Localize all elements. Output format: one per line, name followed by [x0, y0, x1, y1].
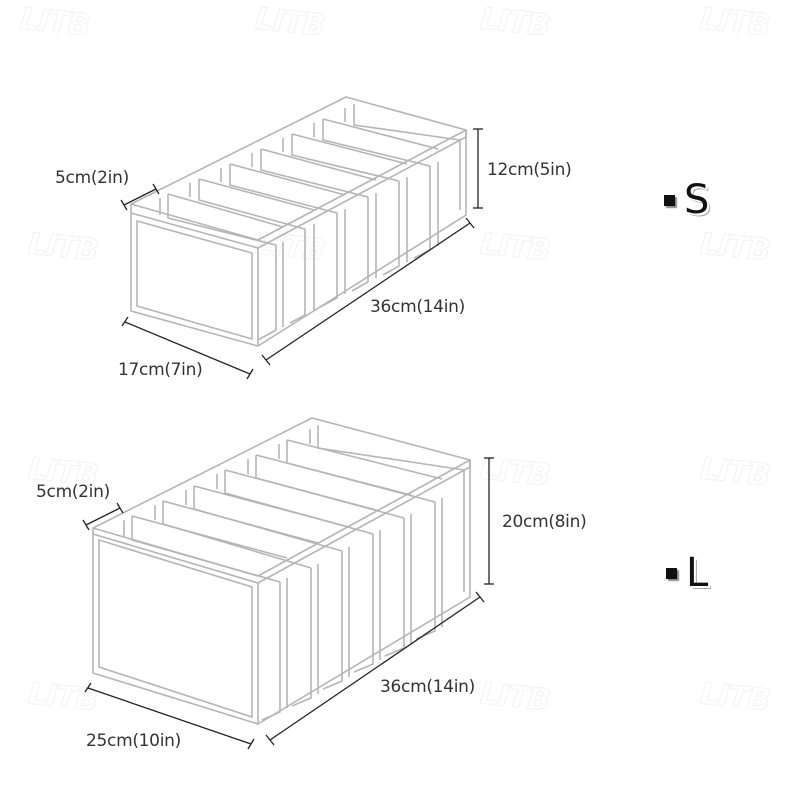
- size-marker-large: L: [666, 553, 708, 593]
- large-width-dimension-line: [84, 682, 255, 750]
- size-label-large: L: [686, 550, 709, 596]
- large-width-label: 25cm(10in): [86, 731, 181, 751]
- small-height-label: 12cm(5in): [487, 160, 572, 180]
- size-label-small: S: [684, 177, 710, 223]
- small-divider-dimension-line: [120, 183, 160, 211]
- bullet-square-icon: [666, 567, 677, 579]
- small-organizer-outline: [130, 96, 467, 348]
- small-height-dimension-line: [473, 128, 483, 209]
- small-width-dimension-line: [121, 316, 254, 380]
- large-height-dimension-line: [484, 457, 494, 585]
- small-width-label: 17cm(7in): [118, 360, 203, 380]
- large-divider-dimension-line: [82, 502, 124, 531]
- small-length-label: 36cm(14in): [370, 297, 465, 317]
- size-marker-small: S: [664, 180, 709, 220]
- small-divider-width-label: 5cm(2in): [55, 168, 129, 188]
- small-length-dimension-line: [261, 217, 475, 366]
- large-divider-width-label: 5cm(2in): [36, 482, 110, 502]
- large-height-label: 20cm(8in): [502, 512, 587, 532]
- large-length-label: 36cm(14in): [380, 677, 475, 697]
- large-length-dimension-line: [265, 591, 485, 746]
- bullet-square-icon: [664, 194, 675, 206]
